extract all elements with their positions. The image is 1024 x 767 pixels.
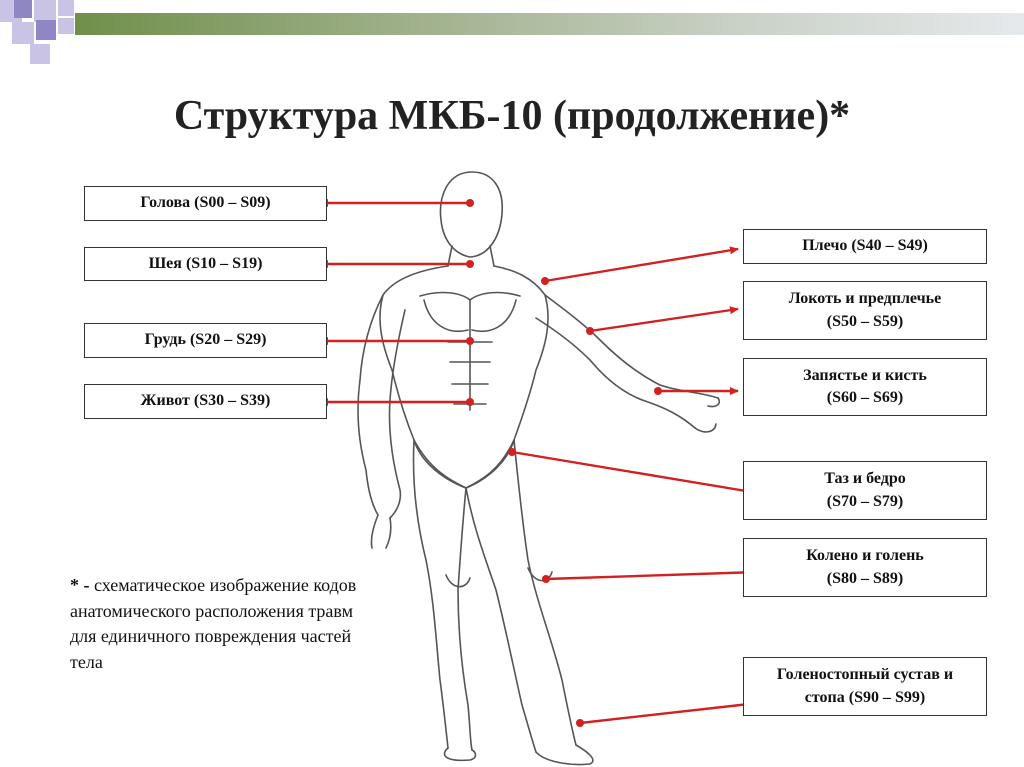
decor-square — [12, 22, 34, 44]
label-shoulder: Плечо (S40 – S49) — [743, 229, 987, 264]
label-ankle-line2: стопа (S90 – S99) — [804, 688, 926, 706]
arrow-elbow — [589, 306, 739, 333]
dot-shoulder — [541, 277, 549, 285]
label-elbow-line1: Локоть и предплечье — [788, 290, 942, 308]
label-elbow-line2: (S50 – S59) — [826, 312, 904, 330]
arrow-knee — [545, 568, 759, 581]
arrow-dots — [466, 199, 662, 727]
dot-hip — [508, 448, 516, 456]
indicator-arrows — [319, 199, 759, 725]
slide-title: Структура МКБ-10 (продолжение)* — [173, 93, 851, 139]
dot-neck — [466, 260, 474, 268]
label-neck: Шея (S10 – S19) — [84, 247, 327, 281]
label-knee: Колено и голень (S80 – S89) — [743, 538, 987, 597]
decor-square — [58, 0, 74, 16]
decor-square — [36, 20, 56, 40]
label-knee-line2: (S80 – S89) — [826, 569, 904, 587]
human-figure — [357, 171, 721, 766]
label-abdomen-text: Живот (S30 – S39) — [140, 392, 271, 410]
label-abdomen: Живот (S30 – S39) — [84, 384, 327, 419]
dot-abdomen — [466, 398, 474, 406]
arrow-shoulder — [544, 246, 739, 283]
label-hip: Таз и бедро (S70 – S79) — [743, 461, 987, 520]
decor-square — [34, 0, 56, 22]
arrow-ankle — [579, 699, 759, 725]
label-wrist-line1: Запястье и кисть — [803, 366, 927, 384]
label-wrist: Запястье и кисть (S60 – S69) — [743, 358, 987, 416]
dot-elbow — [586, 327, 594, 335]
decor-square — [14, 0, 32, 18]
dot-chest — [466, 337, 474, 345]
arrow-hip — [511, 450, 759, 496]
label-elbow: Локоть и предплечье (S50 – S59) — [743, 281, 987, 340]
dot-ankle — [576, 719, 584, 727]
label-chest-text: Грудь (S20 – S29) — [144, 331, 267, 349]
decor-square — [58, 18, 74, 34]
footnote-star: * - — [70, 575, 90, 595]
header-accent-bar — [75, 13, 1024, 35]
label-hip-line1: Таз и бедро — [824, 470, 906, 488]
label-wrist-line2: (S60 – S69) — [826, 389, 904, 406]
label-ankle: Голеностопный сустав и стопа (S90 – S99) — [743, 657, 987, 716]
footnote: * - схематическое изображение кодов анат… — [70, 573, 380, 675]
decor-square — [30, 44, 50, 64]
dot-knee — [542, 575, 550, 583]
dot-head — [466, 199, 474, 207]
label-shoulder-text: Плечо (S40 – S49) — [802, 237, 928, 255]
label-head-text: Голова (S00 – S09) — [140, 194, 271, 212]
dot-wrist — [654, 387, 662, 395]
label-ankle-line1: Голеностопный сустав и — [776, 666, 954, 684]
label-head: Голова (S00 – S09) — [84, 186, 327, 221]
label-hip-line2: (S70 – S79) — [826, 492, 904, 510]
label-knee-line1: Колено и голень — [806, 547, 924, 565]
footnote-text: схематическое изображение кодов анатомич… — [70, 575, 357, 672]
label-neck-text: Шея (S10 – S19) — [148, 254, 263, 272]
label-chest: Грудь (S20 – S29) — [84, 323, 327, 358]
